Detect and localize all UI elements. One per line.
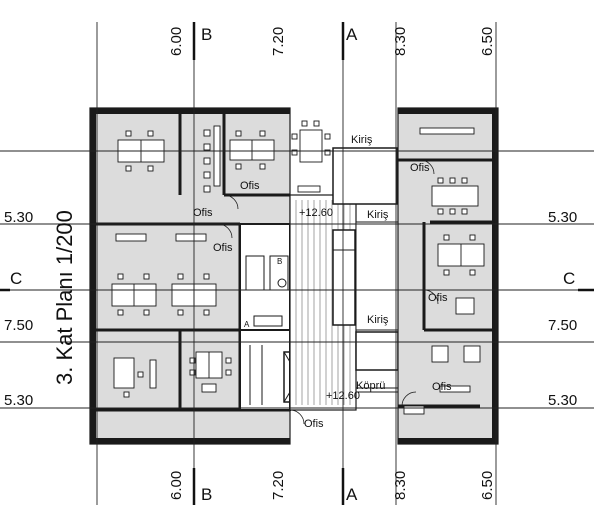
structure-label-kiris-3: Kiriş	[367, 314, 389, 326]
room-label-ofis-5: Ofis	[428, 292, 448, 304]
level-upper: +12.60	[299, 207, 333, 219]
structure-label-kiris-2: Kiriş	[367, 209, 389, 221]
section-marker-a-top: A	[346, 25, 358, 44]
drawing-title: 3. Kat Planı 1/200	[52, 210, 77, 385]
room-label-ofis-3: Ofis	[213, 242, 233, 254]
right-block	[397, 107, 499, 445]
furniture	[111, 120, 485, 415]
section-marker-c-right: C	[563, 269, 575, 288]
dim-left-3: 5.30	[4, 392, 33, 409]
section-marker-lines	[0, 22, 594, 505]
structure-label-kopru: Köprü	[356, 380, 385, 392]
core-block	[239, 223, 315, 411]
room-label-ofis-6: Ofis	[432, 381, 452, 393]
stair-mark-b: B	[277, 257, 282, 266]
section-marker-a-bottom: A	[346, 485, 358, 504]
dim-left-1: 5.30	[4, 209, 33, 226]
room-label-ofis-1: Ofis	[193, 207, 213, 219]
dim-top-2: 7.20	[270, 27, 287, 56]
grid-lines	[0, 22, 594, 505]
atrium-bridge	[289, 147, 410, 411]
section-marker-b-top: B	[201, 25, 212, 44]
dim-bottom-2: 7.20	[270, 471, 287, 500]
section-marker-b-bottom: B	[201, 485, 212, 504]
section-marker-c-left: C	[10, 269, 22, 288]
doors	[217, 159, 439, 425]
room-label-ofis-4: Ofis	[410, 162, 430, 174]
dim-right-3: 5.30	[548, 392, 577, 409]
room-label-ofis-2: Ofis	[240, 180, 260, 192]
dim-top-3: 8.30	[392, 27, 409, 56]
dim-bottom-3: 8.30	[392, 471, 409, 500]
dim-top-1: 6.00	[168, 27, 185, 56]
structure-label-kiris-1: Kiriş	[351, 134, 373, 146]
level-lower: +12.60	[326, 390, 360, 402]
dim-bottom-1: 6.00	[168, 471, 185, 500]
room-label-ofis-7: Ofis	[304, 418, 324, 430]
dim-right-2: 7.50	[548, 317, 577, 334]
dim-right-1: 5.30	[548, 209, 577, 226]
dim-top-4: 6.50	[479, 27, 496, 56]
stair-mark-a: A	[244, 320, 250, 329]
dim-left-2: 7.50	[4, 317, 33, 334]
dim-bottom-4: 6.50	[479, 471, 496, 500]
